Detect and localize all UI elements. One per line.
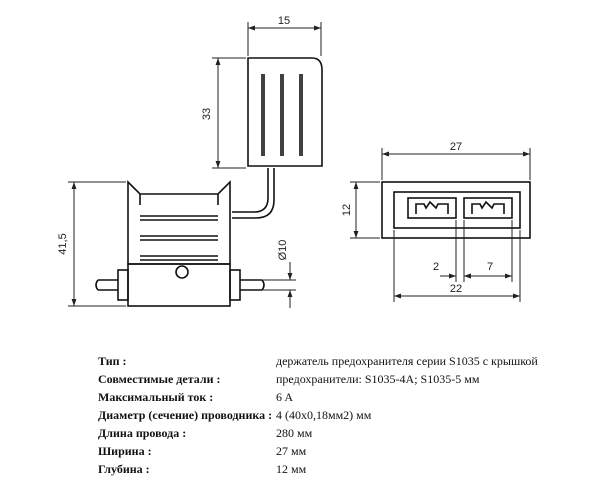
dim-wire-diameter: Ø10 bbox=[262, 240, 296, 308]
technical-drawing: 15 33 41,5 bbox=[57, 15, 531, 308]
spec-row-compatible: Совместимые детали : предохранители: S10… bbox=[98, 370, 568, 388]
spec-value: 4 (40х0,18мм2) мм bbox=[276, 408, 372, 422]
dim-holder-height: 41,5 bbox=[57, 181, 126, 307]
tether-wire bbox=[232, 168, 269, 213]
spec-row-conductor: Диаметр (сечение) проводника : 4 (40х0,1… bbox=[98, 406, 568, 424]
dim-slot-gap: 2 bbox=[433, 220, 480, 282]
spec-label: Длина провода : bbox=[98, 426, 187, 440]
holder-drawing bbox=[95, 180, 265, 307]
spec-row-type: Тип : держатель предохранителя серии S10… bbox=[98, 352, 568, 370]
dim-holder-height-label: 41,5 bbox=[57, 233, 69, 254]
dim-front-width: 27 bbox=[381, 141, 531, 180]
spec-label: Тип : bbox=[98, 354, 127, 368]
dim-cover-height: 33 bbox=[201, 57, 246, 169]
spec-label: Диаметр (сечение) проводника : bbox=[98, 408, 273, 422]
dim-front-height: 12 bbox=[341, 181, 380, 239]
spec-row-max-current: Максимальный ток : 6 A bbox=[98, 388, 568, 406]
dim-front-height-label: 12 bbox=[341, 204, 353, 216]
dim-cover-height-label: 33 bbox=[201, 108, 213, 120]
spec-row-width: Ширина : 27 мм bbox=[98, 442, 568, 460]
spec-row-depth: Глубина : 12 мм bbox=[98, 460, 568, 478]
spec-label: Максимальный ток : bbox=[98, 390, 214, 404]
dim-slot-width: 7 bbox=[464, 220, 513, 282]
spec-row-wire-length: Длина провода : 280 мм bbox=[98, 424, 568, 442]
dim-slot-gap-label: 2 bbox=[433, 261, 439, 273]
spec-value: 280 мм bbox=[276, 426, 313, 440]
dim-front-width-label: 27 bbox=[450, 141, 462, 153]
spec-label: Совместимые детали : bbox=[98, 372, 221, 386]
spec-value: предохранители: S1035-4A; S1035-5 мм bbox=[276, 372, 480, 386]
dim-inner-width: 22 bbox=[393, 230, 521, 302]
dim-cover-width: 15 bbox=[247, 15, 322, 56]
spec-label: Глубина : bbox=[98, 462, 150, 476]
spec-table: Тип : держатель предохранителя серии S10… bbox=[98, 352, 568, 478]
cover-drawing bbox=[247, 57, 323, 167]
dim-slot-width-label: 7 bbox=[487, 261, 493, 273]
spec-label: Ширина : bbox=[98, 444, 152, 458]
spec-value: держатель предохранителя серии S1035 с к… bbox=[276, 354, 538, 368]
dim-cover-width-label: 15 bbox=[278, 15, 290, 27]
dim-wire-diameter-label: Ø10 bbox=[277, 240, 289, 261]
spec-value: 27 мм bbox=[276, 444, 307, 458]
dim-inner-width-label: 22 bbox=[450, 283, 462, 295]
spec-value: 6 A bbox=[276, 390, 294, 404]
spec-value: 12 мм bbox=[276, 462, 307, 476]
